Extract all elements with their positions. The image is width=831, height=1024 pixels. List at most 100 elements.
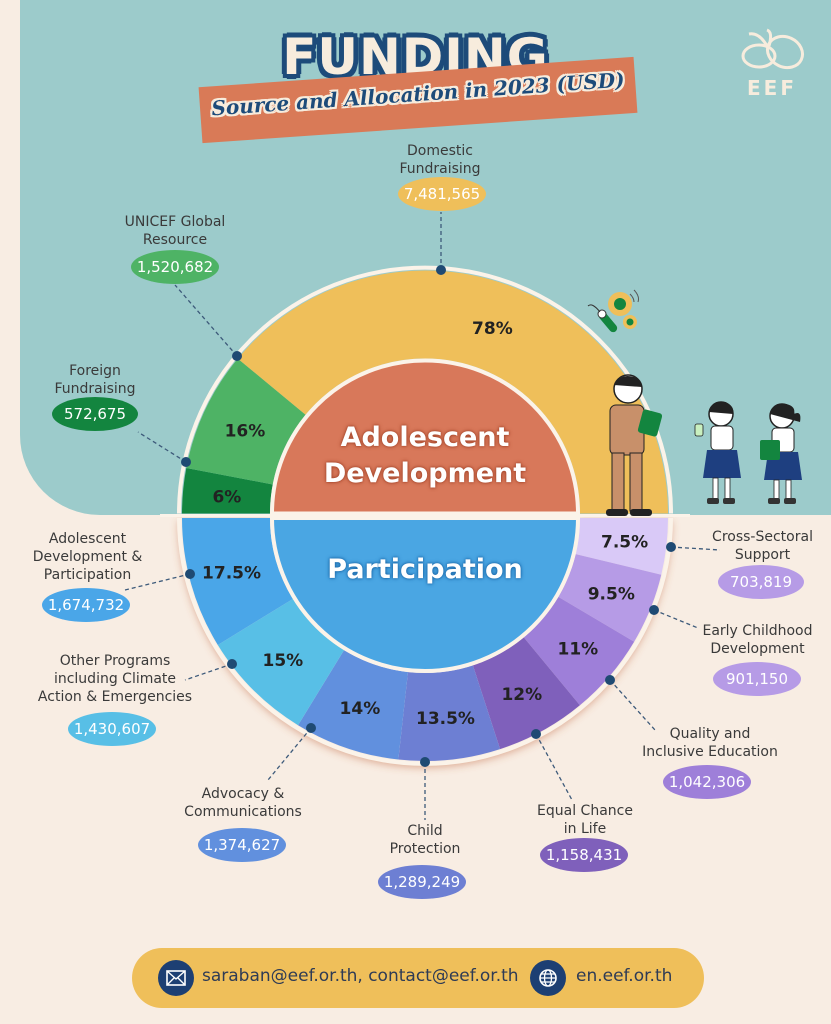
label-child-protection: Child Protection xyxy=(365,822,485,858)
student-illustration-2 xyxy=(760,403,802,504)
slice-0 xyxy=(182,467,273,514)
leader-lines xyxy=(124,212,721,820)
label-text: Child xyxy=(407,823,443,839)
value-pill-domestic: 7,481,565 xyxy=(398,177,486,211)
label-text: in Life xyxy=(563,821,607,837)
leader-dot xyxy=(306,723,316,733)
value-pill-quality: 1,042,306 xyxy=(663,765,751,799)
leader-dot xyxy=(185,569,195,579)
slice-6 xyxy=(217,598,345,726)
value-pill-unicef: 1,520,682 xyxy=(131,250,219,284)
butterfly-logo-icon xyxy=(741,28,805,70)
logo-text: EEF xyxy=(747,76,797,100)
leader-line xyxy=(137,431,187,463)
label-text: Fundraising xyxy=(399,161,481,177)
percent-label: 13.5% xyxy=(416,709,475,729)
label-text: Early Childhood xyxy=(702,623,813,639)
envelope-icon xyxy=(158,960,194,996)
globe-icon xyxy=(530,960,566,996)
value-pill-child: 1,289,249 xyxy=(378,865,466,899)
teacher-illustration xyxy=(606,374,663,516)
slice-7 xyxy=(182,518,293,645)
percent-label: 16% xyxy=(225,421,266,441)
source-slices xyxy=(177,265,673,514)
leader-dot xyxy=(666,542,676,552)
slice-4 xyxy=(398,665,501,762)
leader-dot xyxy=(605,675,615,685)
label-quality-inclusive-education: Quality and Inclusive Education xyxy=(630,725,790,761)
label-text: Cross-Sectoral xyxy=(712,529,813,545)
percent-labels: 6% 16% 78% 7.5% 9.5% 11% 12% 13.5% 14% 15% 17.5% xyxy=(202,319,648,729)
slice-2 xyxy=(237,270,668,514)
leader-dot xyxy=(420,757,430,767)
percent-label: 14% xyxy=(340,699,381,719)
label-text: Resource xyxy=(142,232,208,248)
value-pill-adp: 1,674,732 xyxy=(42,588,130,622)
student-illustration-1 xyxy=(694,401,741,504)
label-adolescent-development-participation: Adolescent Development & Participation xyxy=(15,530,160,584)
leader-dot xyxy=(232,351,242,361)
label-text: Support xyxy=(734,547,791,563)
label-cross-sectoral-support: Cross-Sectoral Support xyxy=(700,528,825,564)
label-domestic-fundraising: Domestic Fundraising xyxy=(375,142,505,178)
percent-label: 7.5% xyxy=(601,533,648,553)
percent-label: 12% xyxy=(501,685,542,705)
leader-dot xyxy=(436,265,446,275)
label-text: Development xyxy=(710,641,805,657)
label-text: Equal Chance xyxy=(537,803,633,819)
percent-label: 6% xyxy=(212,487,241,507)
leader-line xyxy=(535,733,573,801)
label-text: Adolescent xyxy=(48,531,127,547)
label-text: Participation xyxy=(43,567,132,583)
percent-label: 9.5% xyxy=(588,584,635,604)
value-pill-cross: 703,819 xyxy=(718,565,804,599)
website-link[interactable]: en.eef.or.th xyxy=(576,966,673,986)
percent-label: 78% xyxy=(472,319,513,339)
leader-dot xyxy=(181,457,191,467)
butterfly-illustration xyxy=(587,289,639,333)
label-text: Domestic xyxy=(407,143,473,159)
label-text: Other Programs xyxy=(59,653,171,669)
value-pill-foreign: 572,675 xyxy=(52,397,138,431)
label-unicef-global-resource: UNICEF Global Resource xyxy=(105,213,245,249)
percent-label: 11% xyxy=(557,640,598,660)
leader-dot xyxy=(649,605,659,615)
percent-label: 17.5% xyxy=(202,564,261,584)
label-foreign-fundraising: Foreign Fundraising xyxy=(35,362,155,398)
contact-footer: saraban@eef.or.th, contact@eef.or.th en.… xyxy=(132,948,704,1008)
label-text: Inclusive Education xyxy=(642,744,778,760)
label-text: Foreign xyxy=(69,363,121,379)
slice-5 xyxy=(298,650,408,760)
center-discs xyxy=(160,358,690,673)
center-top-line1: Adolescent xyxy=(340,422,510,453)
label-text: Development & xyxy=(32,549,143,565)
label-equal-chance: Equal Chance in Life xyxy=(525,802,645,838)
slice-0 xyxy=(575,518,668,575)
label-text: UNICEF Global xyxy=(124,214,226,230)
label-text: Communications xyxy=(184,804,302,820)
center-label-participation: Participation xyxy=(327,554,523,585)
slice-3 xyxy=(472,637,580,750)
leader-line xyxy=(653,609,699,629)
label-text: Quality and xyxy=(669,726,751,742)
leader-line xyxy=(267,727,312,781)
center-label-adolescent-development: Adolescent Development xyxy=(300,420,550,492)
percent-label: 15% xyxy=(263,651,304,671)
leader-dot xyxy=(227,659,237,669)
label-early-childhood-development: Early Childhood Development xyxy=(690,622,825,658)
slice-1 xyxy=(186,358,306,485)
slice-1 xyxy=(558,554,662,642)
contact-email[interactable]: saraban@eef.or.th, contact@eef.or.th xyxy=(202,966,519,986)
label-text: Fundraising xyxy=(54,381,136,397)
leader-line xyxy=(184,663,233,681)
label-text: Protection xyxy=(389,841,461,857)
leader-line xyxy=(174,284,238,357)
label-text: including Climate xyxy=(53,671,177,687)
label-text: Advocacy & xyxy=(201,786,285,802)
eef-logo: EEF xyxy=(735,28,809,100)
leader-dot xyxy=(531,729,541,739)
leader-line xyxy=(609,679,656,731)
value-pill-equal: 1,158,431 xyxy=(540,838,628,872)
leader-line xyxy=(670,546,721,551)
